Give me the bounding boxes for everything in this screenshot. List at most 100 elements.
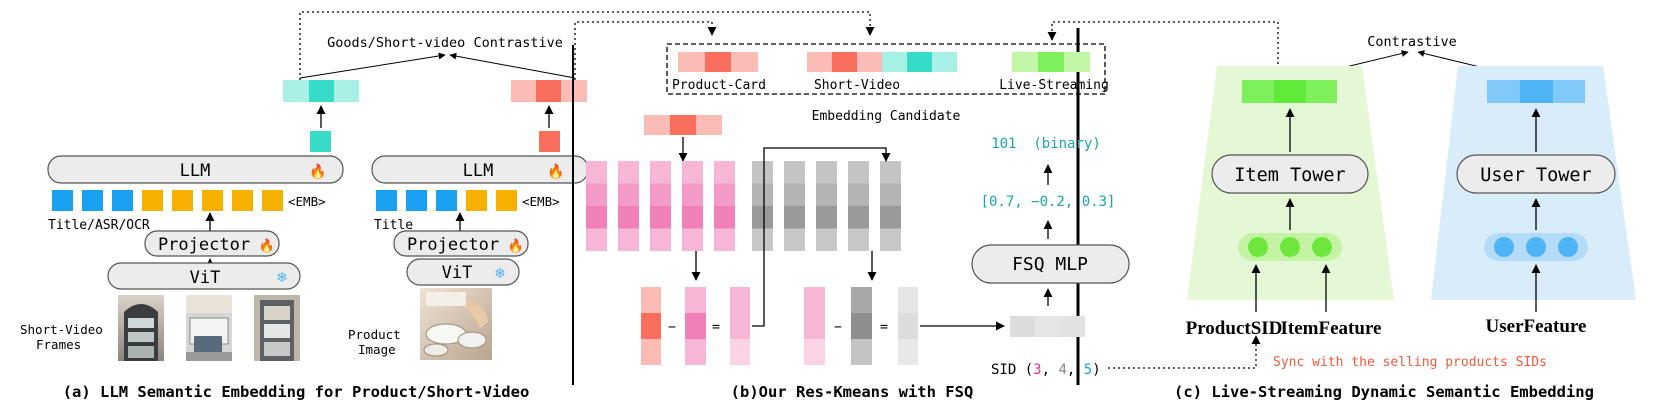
codebook-centroid-cell	[784, 161, 805, 184]
live-streaming-cell	[1064, 52, 1090, 72]
codebook-centroid-cell	[586, 228, 607, 251]
codebook-centroid-cell	[880, 228, 901, 251]
user-feature-node	[1558, 237, 1578, 257]
sid-prefix: SID (	[991, 362, 1033, 378]
emb-token-label: <EMB>	[288, 194, 326, 209]
final-residual-cell	[1035, 316, 1060, 337]
short-video-cell	[932, 52, 957, 72]
binary-code-label: 101 (binary)	[991, 136, 1101, 152]
text-token	[172, 190, 193, 211]
user-tower-box	[1456, 154, 1616, 194]
final-residual-cell	[1010, 316, 1035, 337]
sid-label: SID (3, 4, 5)	[991, 362, 1101, 378]
codebook-centroid-cell	[752, 161, 773, 184]
visual-token	[82, 190, 103, 211]
equals-sign: =	[880, 320, 888, 335]
title-label: Title	[374, 218, 413, 233]
video-embedding-cell	[309, 80, 334, 102]
short-video-cell	[882, 52, 907, 72]
goods-contrastive-label: Goods/Short-video Contrastive	[327, 35, 563, 51]
codebook-centroid-cell	[682, 206, 703, 229]
contrastive-arrow-right	[449, 52, 576, 79]
text-token	[466, 190, 487, 211]
user-feature-node	[1526, 237, 1546, 257]
llm-label-left: LLM	[180, 161, 211, 181]
item-feature-node	[1280, 237, 1300, 257]
item-tower-box	[1211, 154, 1369, 194]
codebook-centroid-cell	[784, 228, 805, 251]
video-frame-1	[118, 295, 164, 361]
fire-icon: 🔥	[259, 238, 275, 253]
codebook-centroid-cell	[586, 206, 607, 229]
user-embedding-cell	[1487, 80, 1520, 103]
item-feature-node	[1312, 237, 1332, 257]
video-embedding-cell	[334, 80, 359, 102]
video-frame-3	[254, 295, 300, 361]
minus-sign: −	[668, 320, 676, 335]
codebook-centroid-cell	[650, 228, 671, 251]
codebook-centroid-cell	[816, 161, 837, 184]
product-embedding-cell	[511, 80, 536, 102]
product-card-cell	[678, 52, 705, 72]
short-video-cell	[832, 52, 857, 72]
text-token	[496, 190, 517, 211]
user-embedding-cell	[1553, 80, 1585, 103]
snowflake-icon: ❄	[276, 271, 288, 286]
visual-token	[406, 190, 427, 211]
item-embedding-cell	[1274, 80, 1306, 103]
sid-code-3: 5	[1084, 362, 1092, 378]
title-asr-ocr-label: Title/ASR/OCR	[48, 218, 150, 233]
video-emb-token	[310, 131, 331, 152]
codebook-centroid-cell	[784, 183, 805, 206]
sid-code-1: 3	[1033, 362, 1041, 378]
contrastive-connector-b	[574, 21, 717, 80]
codebook-centroid-cell	[880, 161, 901, 184]
live-streaming-label: Live-Streaming	[999, 78, 1109, 93]
fsq-mlp-box	[971, 244, 1130, 284]
user-tower-label: User Tower	[1480, 165, 1591, 186]
codebook-centroid-cell	[682, 228, 703, 251]
codebook-centroid-cell	[784, 206, 805, 229]
residual-step-1: − =	[641, 287, 750, 365]
codebook-centroid-cell	[880, 206, 901, 229]
live-streaming-cell	[1038, 52, 1064, 72]
embedding-candidate-box	[666, 43, 1106, 95]
product-card-cell	[731, 52, 758, 72]
fire-icon: 🔥	[547, 163, 564, 180]
input-embedding-cell	[696, 115, 722, 135]
input-embedding-cell	[644, 115, 670, 135]
codebook-centroid-cell	[714, 183, 735, 206]
codebook-centroid-cell	[752, 228, 773, 251]
item-embedding-cell	[1306, 80, 1337, 103]
final-residual-cell	[1060, 316, 1085, 337]
codebook-centroid-cell	[848, 183, 869, 206]
snowflake-icon: ❄	[494, 267, 506, 282]
product-image-label: Image	[358, 342, 396, 357]
short-video-frames-label: Frames	[36, 337, 81, 352]
video-embedding-cell	[283, 80, 309, 102]
codebook-centroid-cell	[848, 161, 869, 184]
embedding-candidate-caption: Embedding Candidate	[812, 109, 961, 124]
codebook-centroid-cell	[682, 183, 703, 206]
sid-separator: ,	[1042, 362, 1059, 378]
codebook-centroid-cell	[848, 228, 869, 251]
codebook-centroid-cell	[618, 161, 639, 184]
item-embedding-cell	[1242, 80, 1274, 103]
codebook-centroid-cell	[816, 206, 837, 229]
short-video-cell	[807, 52, 832, 72]
item-feature-node	[1248, 237, 1268, 257]
panel-b-caption: (b)Our Res-Kmeans with FSQ	[731, 383, 974, 401]
emb-token-label: <EMB>	[522, 194, 560, 209]
fsq-mlp-label: FSQ MLP	[1012, 254, 1088, 275]
text-token	[232, 190, 253, 211]
contrastive-label: Contrastive	[1367, 34, 1456, 50]
short-video-label: Short-Video	[814, 78, 900, 93]
sid-code-2: 4	[1058, 362, 1066, 378]
vit-box-left	[107, 262, 301, 290]
sid-suffix: )	[1092, 362, 1100, 378]
live-stream-connector	[1047, 21, 1279, 64]
token-row-right: <EMB>	[376, 190, 560, 211]
video-frame-2	[186, 295, 232, 361]
product-embedding-cell	[536, 80, 561, 102]
